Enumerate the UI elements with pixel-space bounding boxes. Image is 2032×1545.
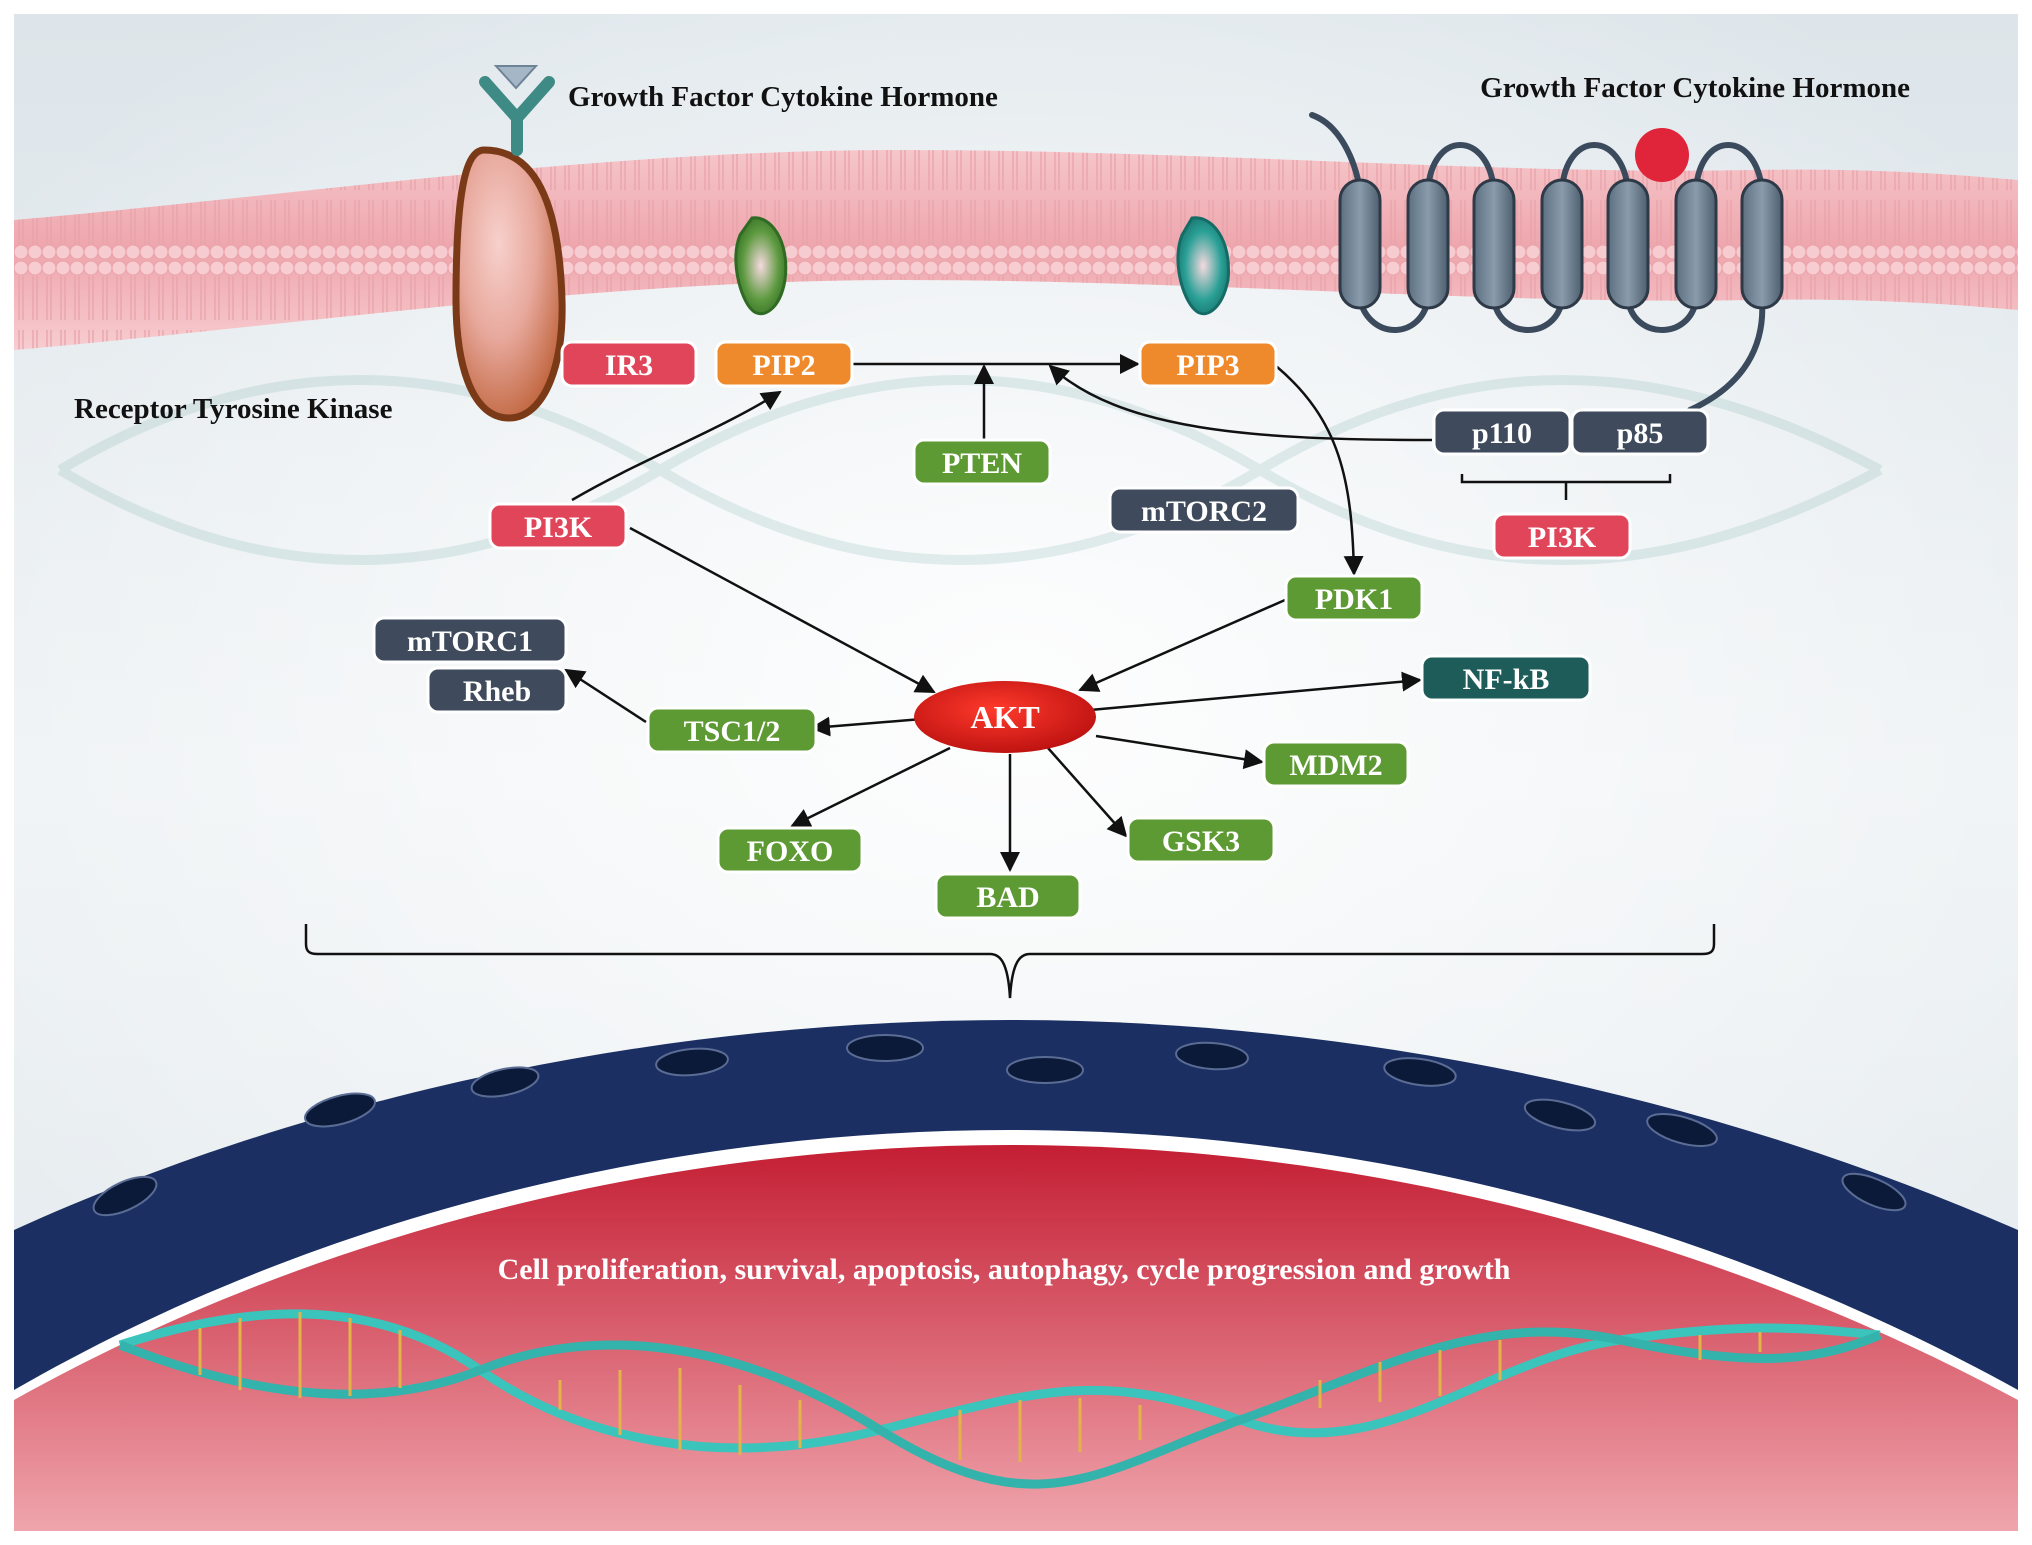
arrow-pi3k-to-akt	[629, 526, 936, 694]
svg-text:p85: p85	[1617, 417, 1664, 450]
svg-text:PI3K: PI3K	[524, 511, 593, 544]
svg-text:PDK1: PDK1	[1315, 583, 1393, 616]
node-pip2: PIP2	[714, 340, 854, 388]
arrow-pdk1-to-akt	[1078, 598, 1286, 692]
arrow-pip3-to-pdk1	[1275, 365, 1364, 576]
node-p85: p85	[1570, 408, 1710, 456]
node-foxo: FOXO	[716, 826, 864, 874]
svg-text:mTORC2: mTORC2	[1141, 495, 1267, 528]
growth-factor-label-right: Growth Factor Cytokine Hormone	[1480, 72, 1910, 104]
svg-text:p110: p110	[1472, 417, 1532, 450]
lipid-kinase-green-icon	[734, 216, 788, 316]
arrow-akt-to-foxo	[790, 746, 951, 828]
svg-text:Rheb: Rheb	[463, 675, 531, 708]
svg-text:mTORC1: mTORC1	[407, 625, 533, 658]
node-pi3k-left: PI3K	[488, 502, 628, 550]
nuclear-pores	[92, 1034, 1907, 1217]
node-mtorc2: mTORC2	[1108, 486, 1300, 534]
node-mtorc1: mTORC1	[372, 616, 568, 664]
pathway-arrows	[564, 354, 1433, 872]
pi3k-subunit-bracket	[1460, 474, 1672, 500]
node-gsk3: GSK3	[1126, 816, 1276, 864]
arrow-akt-to-nfkb	[1089, 671, 1422, 712]
nucleus-interior	[14, 1145, 2018, 1531]
svg-text:PIP2: PIP2	[752, 349, 815, 382]
arrow-tsc-to-rheb	[564, 668, 647, 724]
svg-text:BAD: BAD	[976, 881, 1039, 914]
growth-factor-label-left: Growth Factor Cytokine Hormone	[568, 81, 998, 113]
arrow-akt-to-mdm2	[1095, 734, 1264, 770]
receptor-tyrosine-kinase-icon	[452, 65, 566, 422]
svg-text:IR3: IR3	[605, 349, 653, 382]
arrow-p110-to-conversion	[1048, 364, 1433, 442]
svg-text:PIP3: PIP3	[1176, 349, 1239, 382]
node-nfkb: NF-kB	[1420, 654, 1592, 702]
nuclear-dna-helix-icon	[118, 1309, 1882, 1489]
node-pten: PTEN	[912, 438, 1052, 486]
svg-text:FOXO: FOXO	[747, 835, 834, 868]
gpcr-receptor-icon	[1309, 112, 1784, 413]
arrow-akt-to-gsk3	[1047, 747, 1128, 838]
outcome-label: Cell proliferation, survival, apoptosis,…	[498, 1253, 1511, 1286]
arrow-pi3k-to-pip2	[571, 390, 782, 502]
lipid-kinase-teal-icon	[1176, 216, 1231, 316]
node-bad: BAD	[934, 872, 1082, 920]
svg-text:AKT: AKT	[970, 699, 1039, 735]
background-dna-icon	[57, 375, 1883, 565]
node-mdm2: MDM2	[1262, 740, 1410, 788]
arrow-akt-to-tsc	[810, 716, 923, 737]
svg-text:PI3K: PI3K	[1528, 521, 1597, 554]
node-pdk1: PDK1	[1284, 574, 1424, 622]
node-pip3: PIP3	[1138, 340, 1278, 388]
outcome-brace	[304, 924, 1716, 999]
svg-text:MDM2: MDM2	[1289, 749, 1382, 782]
svg-text:NF-kB: NF-kB	[1463, 663, 1550, 696]
node-tsc12: TSC1/2	[646, 706, 818, 754]
node-p110: p110	[1432, 408, 1572, 456]
ligand-dot-icon	[1635, 128, 1689, 182]
svg-text:GSK3: GSK3	[1162, 825, 1240, 858]
node-akt: AKT	[914, 681, 1096, 753]
node-pi3k-right: PI3K	[1492, 512, 1632, 560]
node-rheb: Rheb	[426, 666, 568, 714]
node-ir3: IR3	[560, 340, 698, 388]
receptor-tyrosine-kinase-label: Receptor Tyrosine Kinase	[74, 393, 393, 425]
nucleus	[14, 1020, 2018, 1531]
svg-text:PTEN: PTEN	[942, 447, 1022, 480]
svg-text:TSC1/2: TSC1/2	[684, 715, 781, 748]
